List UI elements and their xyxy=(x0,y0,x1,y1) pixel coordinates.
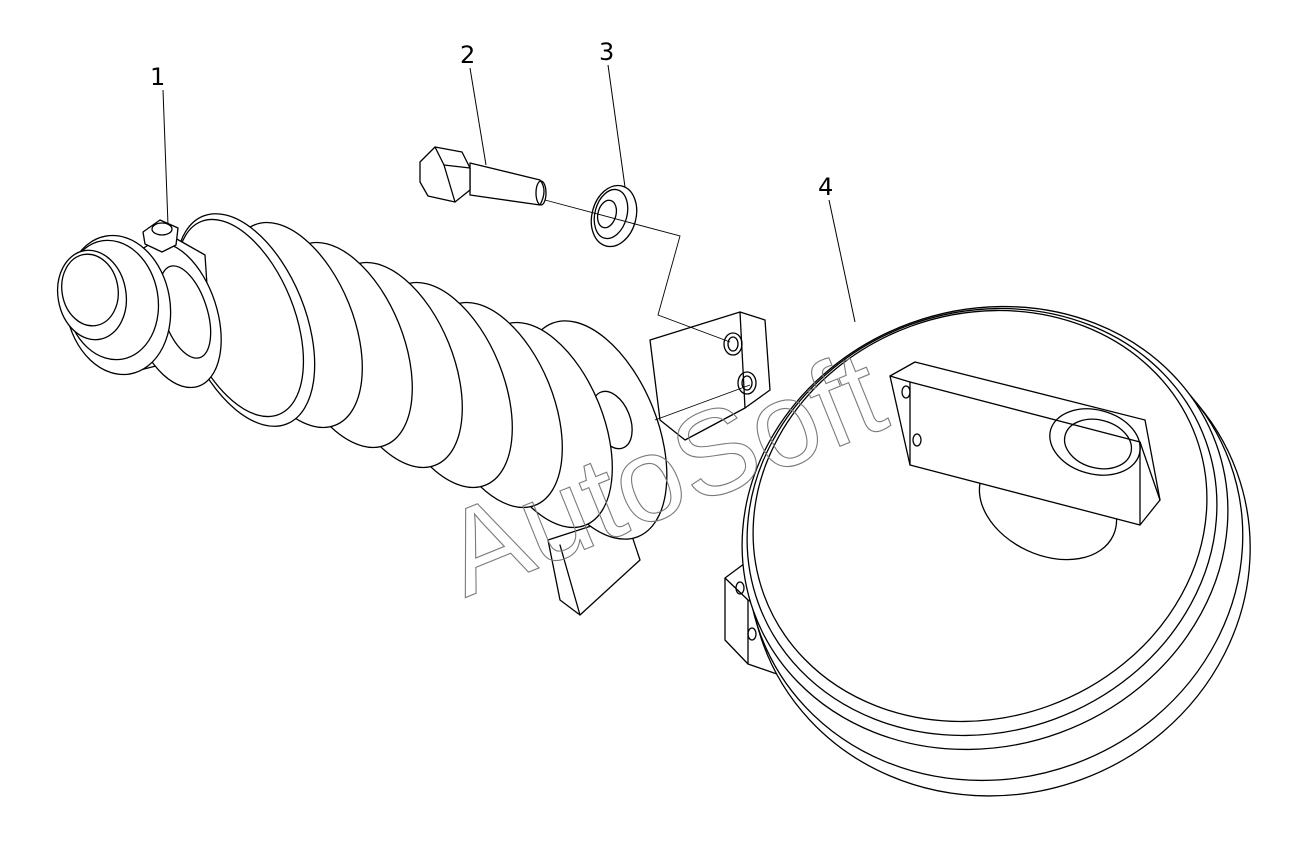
callout-1: 1 xyxy=(150,63,165,91)
washer-part-3 xyxy=(590,184,638,248)
callout-3: 3 xyxy=(599,38,614,66)
tensioner-spring-part-1 xyxy=(56,213,771,616)
callout-4: 4 xyxy=(818,173,833,201)
bolt-part-2 xyxy=(419,146,547,206)
idler-wheel-part-4 xyxy=(724,305,1251,797)
callout-2: 2 xyxy=(460,41,475,69)
